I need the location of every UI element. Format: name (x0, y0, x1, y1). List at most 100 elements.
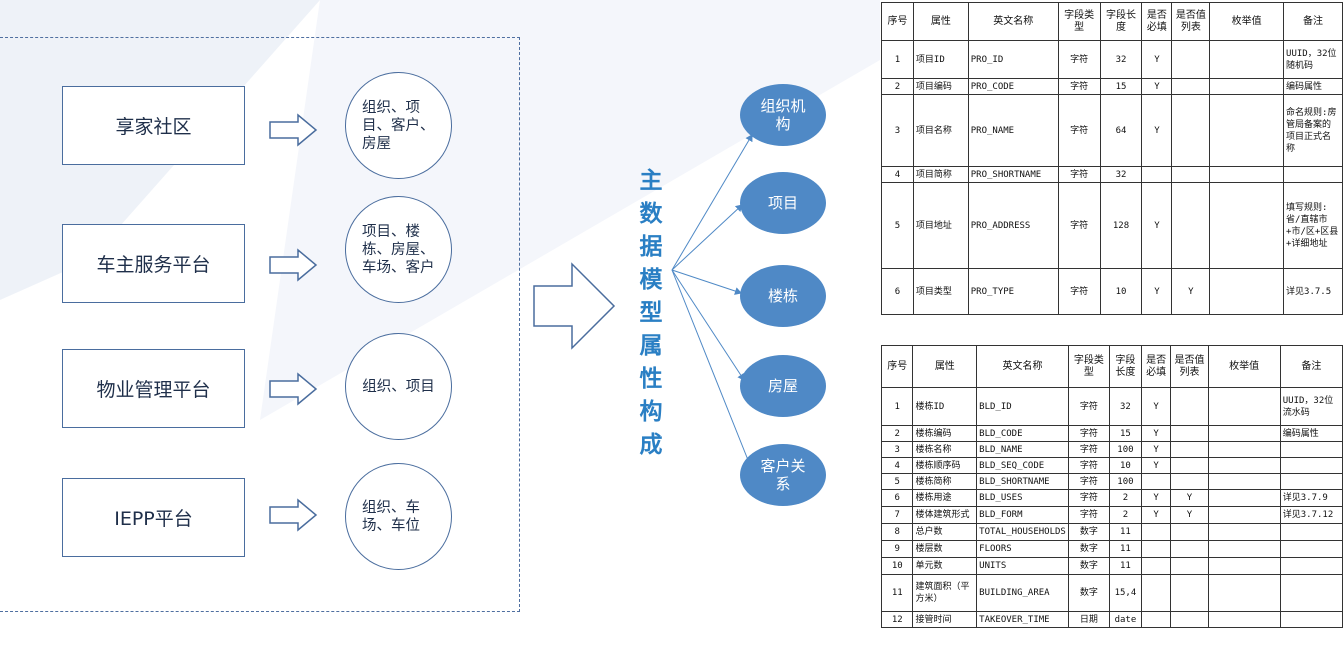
cell: 数字 (1067, 574, 1111, 612)
cell: BLD_USES (976, 489, 1069, 507)
table-header-cell: 枚举值 (1207, 345, 1281, 388)
table-header-cell: 枚举值 (1209, 2, 1285, 41)
building-attribute-table: 序号 属性 英文名称 字段类型 字段长度 是否必填 是否值列表 枚举值 备注 1… (881, 345, 1343, 628)
attribute-text: 项目、楼栋、房屋、车场、客户 (362, 223, 435, 276)
cell (1170, 557, 1209, 575)
cell (1171, 166, 1211, 183)
entity-organization: 组织机构 (740, 84, 826, 146)
project-attribute-table-wrapper: 序号 属性 英文名称 字段类型 字段长度 是否必填 是否值列表 枚举值 备注 1… (881, 2, 1343, 322)
title-char: 据 (639, 234, 663, 260)
cell: PRO_TYPE (967, 268, 1059, 315)
table-header-cell: 属性 (912, 2, 969, 41)
table-header-cell: 英文名称 (976, 345, 1069, 388)
attribute-circle: 组织、车场、车位 (345, 463, 452, 570)
cell: 32 (1109, 387, 1142, 426)
cell (1140, 574, 1172, 612)
cell: 2 (881, 78, 914, 95)
cell: BUILDING_AREA (976, 574, 1069, 612)
cell (1207, 574, 1281, 612)
cell: 32 (1099, 40, 1143, 79)
cell: Y (1141, 182, 1173, 269)
cell (1207, 540, 1281, 558)
cell (1170, 441, 1209, 458)
cell (1140, 540, 1172, 558)
cell: 字符 (1057, 166, 1101, 183)
cell: 7 (881, 506, 914, 524)
cell: UNITS (976, 557, 1069, 575)
table-header-cell: 英文名称 (967, 2, 1059, 41)
source-system-label: 物业管理平台 (96, 379, 211, 401)
cell (1170, 611, 1209, 628)
cell: 9 (881, 540, 914, 558)
cell (1279, 574, 1343, 612)
cell: 命名规则:房管局备案的项目正式名称 (1283, 94, 1343, 167)
table-header-cell: 是否值列表 (1171, 2, 1211, 41)
attribute-circle: 组织、项目、客户、房屋 (345, 72, 452, 179)
right-arrow-icon (269, 113, 318, 147)
title-char: 模 (639, 267, 663, 293)
cell: 字符 (1057, 268, 1101, 315)
cell: 项目编码 (912, 78, 969, 95)
title-char: 性 (639, 366, 663, 392)
source-system-label: 享家社区 (115, 116, 192, 138)
cell: Y (1140, 387, 1172, 426)
cell: 11 (1109, 540, 1142, 558)
cell (1207, 611, 1281, 628)
table-header-cell: 字段类型 (1067, 345, 1111, 388)
cell: date (1109, 611, 1142, 628)
cell (1279, 523, 1343, 541)
cell: 楼栋名称 (912, 441, 978, 458)
cell: BLD_SHORTNAME (976, 473, 1069, 490)
cell (1171, 94, 1211, 167)
source-system-box: 享家社区 (62, 86, 245, 165)
cell: 项目地址 (912, 182, 969, 269)
title-char: 构 (639, 399, 663, 425)
cell: PRO_ADDRESS (967, 182, 1059, 269)
cell (1207, 425, 1281, 442)
cell: 详见3.7.12 (1279, 506, 1343, 524)
title-char: 型 (639, 300, 663, 326)
cell: 数字 (1067, 540, 1111, 558)
cell: Y (1140, 441, 1172, 458)
table-header-cell: 备注 (1279, 345, 1343, 388)
cell: 字符 (1067, 425, 1111, 442)
cell: 编码属性 (1279, 425, 1343, 442)
attribute-text: 组织、项目 (362, 378, 435, 395)
cell: PRO_CODE (967, 78, 1059, 95)
right-arrow-icon (269, 498, 318, 532)
cell: Y (1141, 268, 1173, 315)
attribute-text: 组织、车场、车位 (362, 499, 420, 534)
cell: 字符 (1057, 40, 1101, 79)
cell (1207, 441, 1281, 458)
source-system-box: IEPP平台 (62, 478, 245, 557)
cell: 字符 (1067, 489, 1111, 507)
cell (1207, 506, 1281, 524)
entity-label: 客户关系 (760, 457, 806, 493)
table-header-row: 序号 属性 英文名称 字段类型 字段长度 是否必填 是否值列表 枚举值 备注 (881, 2, 1343, 41)
cell: 详见3.7.9 (1279, 489, 1343, 507)
cell (1207, 489, 1281, 507)
project-attribute-table: 序号 属性 英文名称 字段类型 字段长度 是否必填 是否值列表 枚举值 备注 1… (881, 2, 1343, 315)
cell: 64 (1099, 94, 1143, 167)
cell: Y (1141, 78, 1173, 95)
cell: 15,4 (1109, 574, 1142, 612)
table-header-cell: 是否必填 (1140, 345, 1172, 388)
cell: 100 (1109, 473, 1142, 490)
table-header-cell: 属性 (912, 345, 978, 388)
cell: 2 (1109, 506, 1142, 524)
cell (1209, 268, 1285, 315)
cell: TAKEOVER_TIME (976, 611, 1069, 628)
entity-building: 楼栋 (740, 265, 826, 327)
right-arrow-icon (269, 372, 318, 406)
cell: 2 (1109, 489, 1142, 507)
table-header-cell: 序号 (881, 345, 914, 388)
entity-label: 项目 (767, 194, 798, 212)
cell (1140, 523, 1172, 541)
cell: 数字 (1067, 557, 1111, 575)
